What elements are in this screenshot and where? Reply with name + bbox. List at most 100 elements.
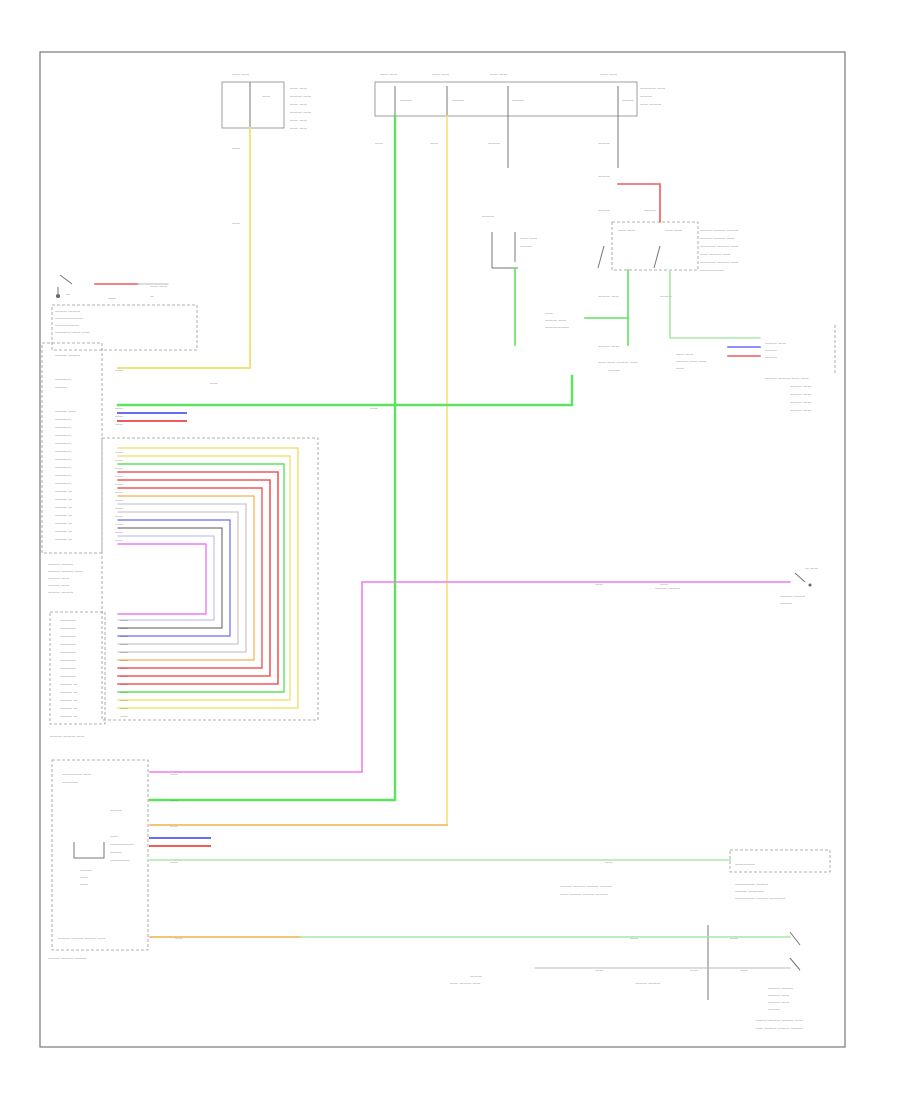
wire-tag-10: —— xyxy=(115,450,123,455)
svg-text:—— ——: —— —— xyxy=(618,228,635,233)
switch-center-component: ——— —— —— ——— ——— xyxy=(482,116,537,269)
svg-text:——— ———: ——— ——— xyxy=(48,590,73,595)
svg-text:——— —: ——— — xyxy=(60,714,77,719)
svg-text:——— —: ——— — xyxy=(55,513,72,518)
wire-tag-11: —— xyxy=(115,458,123,463)
wire-tag-4: —— xyxy=(430,141,438,146)
svg-text:———: ——— xyxy=(644,208,656,213)
svg-text:———: ——— xyxy=(622,98,634,103)
wire-tag-44: —— xyxy=(730,936,738,941)
wire-17 xyxy=(117,447,299,709)
svg-text:——— ——: ——— —— xyxy=(790,400,811,405)
svg-text:———— ——— ——: ———— ——— —— xyxy=(700,260,739,265)
svg-text:——— ——: ——— —— xyxy=(768,993,789,998)
svg-text:————: ———— xyxy=(60,650,76,655)
wire-tag-35: —— xyxy=(170,772,178,777)
wire-tag-26: —— xyxy=(120,650,128,655)
top-right-fuse-block: —— —— —— —— —— —— —— —— ——— ——— ——— ——— … xyxy=(374,72,665,117)
svg-text:—— ——: —— —— xyxy=(676,352,693,357)
svg-text:——— ———: ——— ——— xyxy=(55,309,80,314)
wire-tag-32: —— xyxy=(120,698,128,703)
svg-text:——— ———: ——— ——— xyxy=(55,353,80,358)
svg-text:——— ——: ——— —— xyxy=(290,110,311,115)
svg-text:———: ——— xyxy=(80,868,92,873)
svg-text:————: ———— xyxy=(60,658,76,663)
svg-text:——— ——— —— ——: ——— ——— —— —— xyxy=(765,376,809,381)
wire-26 xyxy=(117,519,231,637)
svg-text:———— ——: ———— —— xyxy=(640,86,665,91)
svg-text:——————: —————— xyxy=(55,323,79,328)
svg-text:——: —— xyxy=(110,834,118,839)
wire-29 xyxy=(117,543,207,615)
svg-text:——— ——— ——: ——— ——— —— xyxy=(50,734,85,739)
svg-text:——— —: ——— — xyxy=(55,489,72,494)
svg-text:———: ——— xyxy=(780,601,792,606)
wire-18 xyxy=(117,455,291,701)
svg-text:————: ———— xyxy=(60,626,76,631)
svg-text:———————: ——————— xyxy=(55,316,83,321)
svg-text:—— ——: —— —— xyxy=(490,72,507,77)
svg-text:—: — xyxy=(66,292,70,297)
wire-tag-36: —— xyxy=(170,798,178,803)
svg-text:—— ——— ——: —— ——— —— xyxy=(700,252,731,257)
svg-text:———: ——— xyxy=(512,98,524,103)
wire-tag-2: —— xyxy=(232,221,240,226)
svg-text:————: ———— xyxy=(55,417,71,422)
svg-text:——: —— xyxy=(80,882,88,887)
wire-19 xyxy=(117,463,285,693)
lower-left-component: ————— —— ———— ——— —— —————— ——— ————— ——… xyxy=(48,759,149,961)
diagram-frame xyxy=(39,51,846,1048)
wire-tag-33: —— xyxy=(120,706,128,711)
svg-text:———: ——— xyxy=(598,208,610,213)
svg-text:————: ———— xyxy=(60,674,76,679)
svg-text:——— ———: ——— ——— xyxy=(780,594,805,599)
switch-assembly: ——— ——— ———— ——— ——— —— ———— ———— ———— —… xyxy=(41,342,319,739)
wire-tag-7: —— xyxy=(115,406,123,411)
wire-tag-18: —— xyxy=(115,514,123,519)
svg-text:——— ——— ——: ——— ——— —— xyxy=(700,236,735,241)
svg-text:———: ——— xyxy=(452,98,464,103)
wire-tag-1: —— xyxy=(232,146,240,151)
svg-text:——— ——: ——— —— xyxy=(790,408,811,413)
svg-text:——————: —————— xyxy=(545,325,569,330)
svg-text:———: ——— xyxy=(598,141,610,146)
wire-tag-48: —— xyxy=(210,381,218,386)
wire-tag-13: —— xyxy=(115,474,123,479)
svg-text:—— ——: —— —— xyxy=(290,86,307,91)
wire-11 xyxy=(617,183,661,223)
svg-text:—— ——: —— —— xyxy=(150,284,167,289)
svg-text:— ——: — —— xyxy=(805,566,818,571)
svg-text:———: ——— xyxy=(470,974,482,979)
wire-tag-46: —— xyxy=(690,968,698,973)
svg-text:————: ———— xyxy=(60,642,76,647)
svg-text:——— ——: ——— —— xyxy=(48,583,69,588)
svg-text:———: ——— xyxy=(660,294,672,299)
wire-tag-30: —— xyxy=(120,682,128,687)
svg-text:———: ——— xyxy=(640,94,652,99)
svg-text:————: ———— xyxy=(60,634,76,639)
svg-text:—— ——— ——— ———: —— ——— ——— ——— xyxy=(560,892,608,897)
wire-tag-31: —— xyxy=(120,690,128,695)
svg-text:———: ——— xyxy=(110,808,122,813)
svg-text:——— —: ——— — xyxy=(60,690,77,695)
wires-group xyxy=(94,114,791,969)
svg-text:————: ———— xyxy=(55,449,71,454)
svg-text:————: ———— xyxy=(55,465,71,470)
lower-right-sensor: ————— ————— ——— ——— ———— ————— ——— ———— … xyxy=(450,849,831,1031)
svg-text:————: ———— xyxy=(55,425,71,430)
svg-text:——: —— xyxy=(545,311,553,316)
svg-text:——— ——— ——— ——: ——— ——— ——— —— xyxy=(755,1018,803,1023)
wire-tag-9: —— xyxy=(115,422,123,427)
wire-27 xyxy=(117,527,223,629)
svg-text:——— —: ——— — xyxy=(55,529,72,534)
wire-tag-19: —— xyxy=(115,522,123,527)
svg-text:———: ——— xyxy=(765,355,777,360)
svg-text:——— ——— ——— ———: ——— ——— ——— ——— xyxy=(560,884,612,889)
svg-text:——— ——: ——— —— xyxy=(768,1000,789,1005)
wire-tag-20: —— xyxy=(115,530,123,535)
wire-tag-14: —— xyxy=(115,482,123,487)
wire-tag-24: —— xyxy=(120,634,128,639)
wire-tag-27: —— xyxy=(120,658,128,663)
svg-text:——— —: ——— — xyxy=(55,521,72,526)
svg-text:—— ——: —— —— xyxy=(665,228,682,233)
